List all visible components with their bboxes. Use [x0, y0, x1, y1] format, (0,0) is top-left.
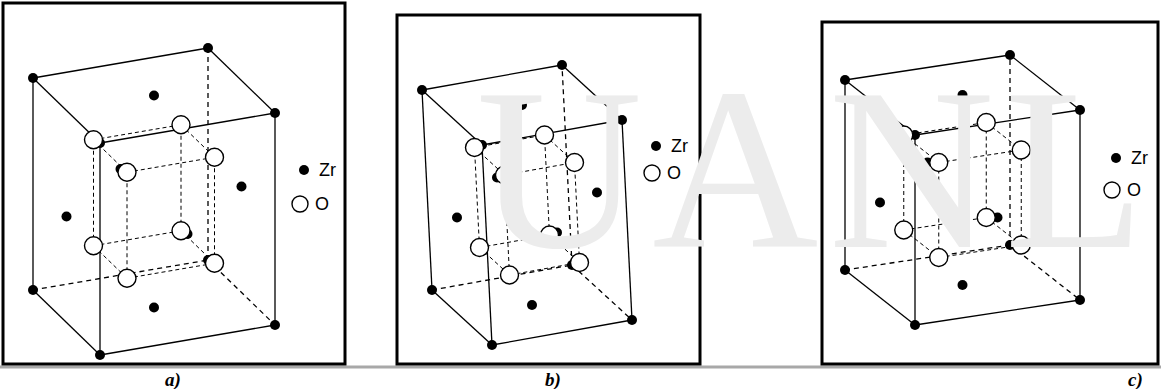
- zr-atom: [203, 43, 213, 53]
- cell-edge: [432, 290, 492, 345]
- oxygen-link: [127, 263, 215, 278]
- panel-label: c): [1128, 370, 1143, 389]
- o-atom: [85, 131, 103, 149]
- cell-edge: [33, 260, 208, 290]
- cell-edge: [100, 325, 275, 355]
- separator-line: [0, 366, 1161, 369]
- zr-atom: [62, 212, 72, 222]
- legend-symbol: [290, 194, 310, 214]
- legend-symbol: [294, 160, 314, 180]
- zr-atom: [417, 85, 427, 95]
- oxygen-link: [93, 140, 94, 246]
- legend-text: Zr: [1131, 149, 1148, 167]
- o-atom: [206, 148, 224, 166]
- oxygen-link: [181, 125, 182, 231]
- legend-entry: Zr: [646, 136, 688, 156]
- o-atom: [118, 269, 136, 287]
- legend-entry: O: [290, 194, 329, 214]
- zr-atom: [28, 285, 38, 295]
- cell-edge: [33, 290, 100, 355]
- cell-edge: [208, 48, 275, 113]
- zr-atom: [427, 285, 437, 295]
- zr-atom: [149, 303, 159, 313]
- panel-label: a): [165, 370, 181, 389]
- cell-edge: [100, 113, 275, 143]
- zr-atom: [487, 340, 497, 350]
- oxygen-link: [94, 125, 182, 140]
- legend-text: Zr: [671, 137, 688, 155]
- legend-entry: O: [1102, 180, 1141, 200]
- oxygen-link: [127, 157, 215, 172]
- cell-edge: [915, 300, 1080, 325]
- legend-symbol: [642, 163, 662, 183]
- cell-edge: [422, 90, 482, 145]
- zr-atom: [28, 73, 38, 83]
- legend-text: O: [1127, 181, 1141, 199]
- oxygen-link: [94, 231, 182, 246]
- zr-atom: [452, 213, 462, 223]
- o-atom: [172, 116, 190, 134]
- zr-atom: [527, 300, 537, 310]
- zr-atom: [95, 350, 105, 360]
- legend-entry: Zr: [294, 160, 336, 180]
- legend-symbol: [1102, 180, 1122, 200]
- o-atom: [172, 222, 190, 240]
- zr-atom: [1075, 295, 1085, 305]
- cell-edge: [274, 113, 275, 325]
- cell-edge: [33, 48, 208, 78]
- panel-label: b): [545, 370, 561, 389]
- watermark: UANL: [476, 55, 1155, 285]
- zr-atom: [627, 315, 637, 325]
- o-atom: [85, 237, 103, 255]
- zr-atom: [270, 108, 280, 118]
- oxygen-link: [127, 172, 128, 278]
- zr-atom: [149, 91, 159, 101]
- cell-edge: [422, 90, 432, 290]
- cell-edge: [32, 78, 33, 290]
- legend-symbol: [646, 136, 666, 156]
- legend-text: Zr: [319, 161, 336, 179]
- panel-frame: [3, 3, 345, 364]
- zr-atom: [910, 320, 920, 330]
- o-atom: [118, 163, 136, 181]
- legend-symbol: [1106, 148, 1126, 168]
- oxygen-link: [214, 157, 215, 263]
- unit-cell: [3, 3, 345, 364]
- legend-text: O: [667, 164, 681, 182]
- legend-text: O: [315, 195, 329, 213]
- zr-atom: [237, 182, 247, 192]
- zr-atom: [270, 320, 280, 330]
- legend-entry: O: [642, 163, 681, 183]
- o-atom: [206, 254, 224, 272]
- cell-edge: [492, 320, 632, 345]
- legend-entry: Zr: [1106, 148, 1148, 168]
